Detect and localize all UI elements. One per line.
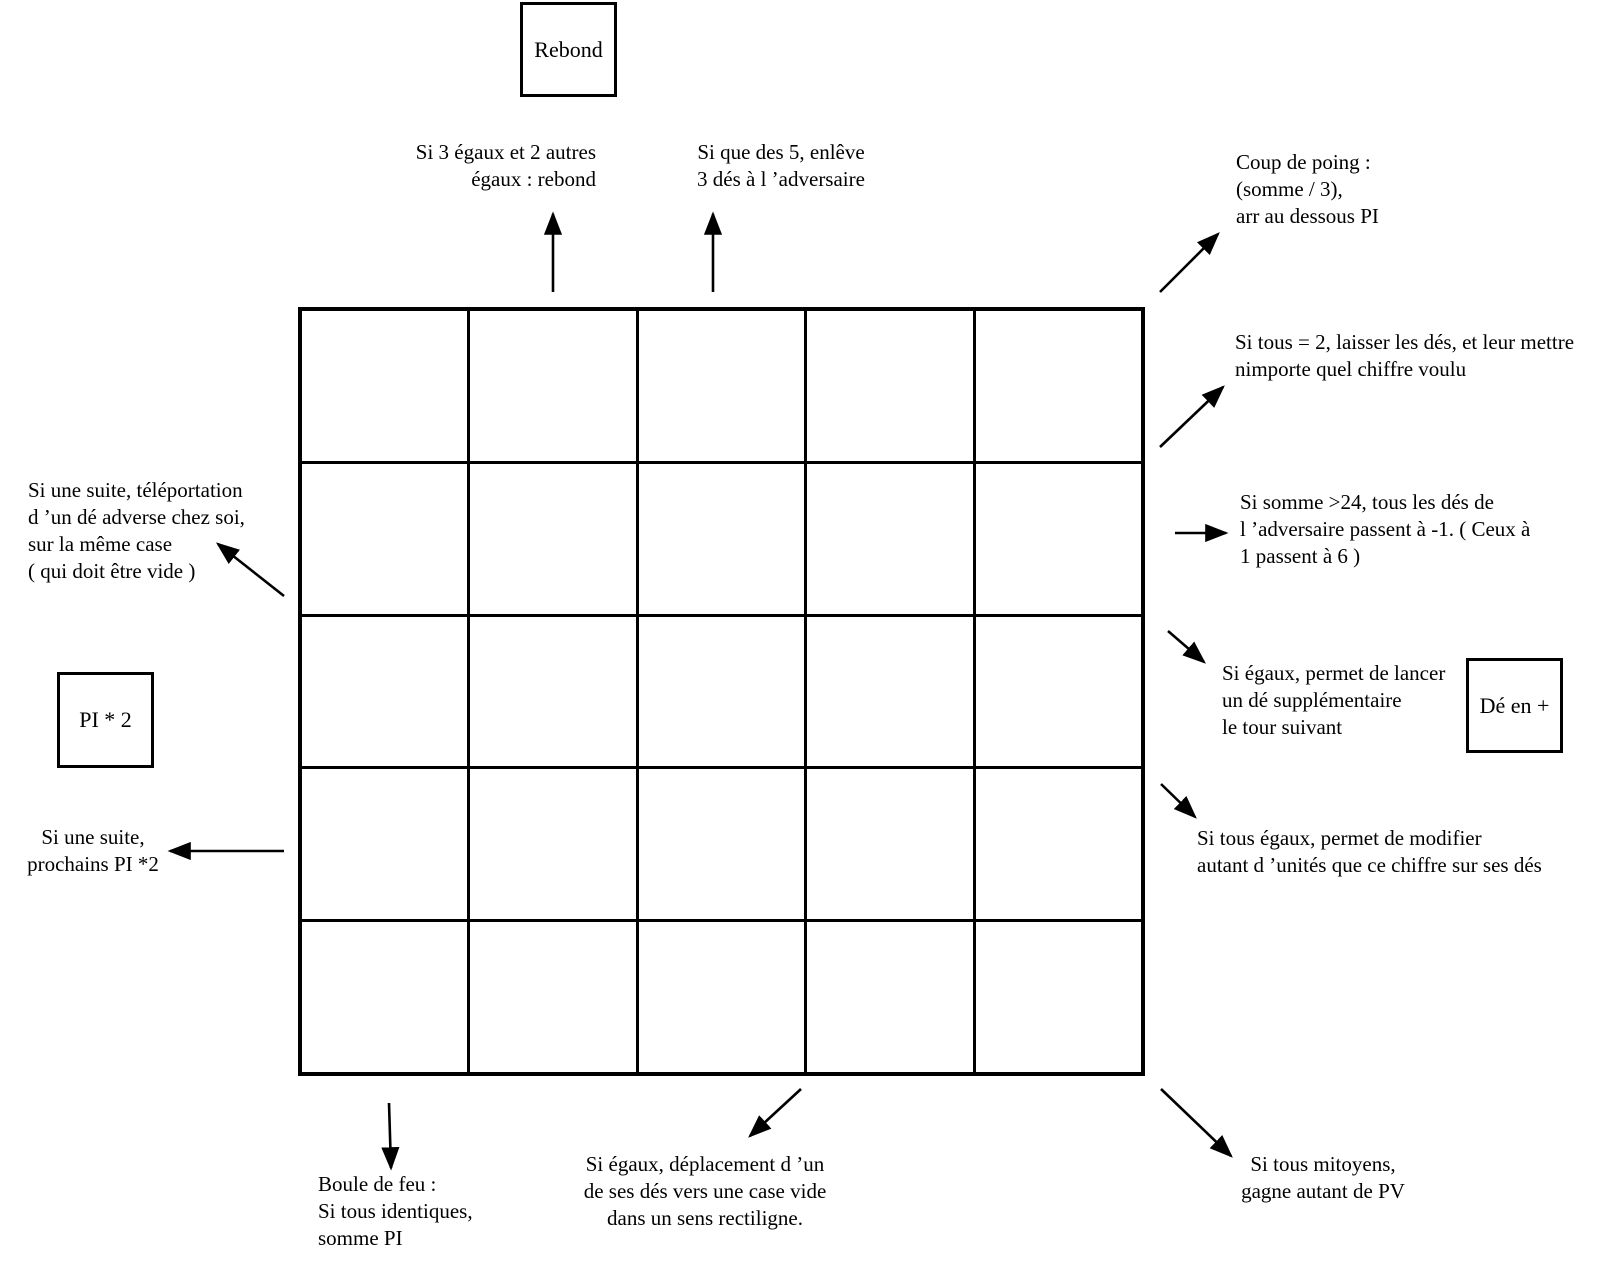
note-line: autant d ’unités que ce chiffre sur ses …: [1197, 853, 1542, 877]
game-board-grid: [298, 307, 1145, 1076]
note-line: (somme / 3),: [1236, 177, 1343, 201]
grid-cell: [807, 769, 973, 920]
grid-cell: [975, 922, 1141, 1072]
note-line: Si 3 égaux et 2 autres: [415, 140, 596, 164]
note-rebond-condition: Si 3 égaux et 2 autres égaux : rebond: [395, 139, 596, 193]
arrow-modify-units-icon: [1160, 783, 1197, 819]
arrow-extra-die-icon: [1167, 630, 1206, 664]
note-extra-die: Si égaux, permet de lancer un dé supplém…: [1222, 660, 1445, 741]
arrow-adjacent-icon: [1160, 1088, 1233, 1158]
note-line: sur la même case: [28, 532, 173, 556]
note-remove-dice: Si que des 5, enlêve 3 dés à l ’adversai…: [683, 139, 879, 193]
grid-cell: [807, 311, 973, 461]
arrow-all-twos-icon: [1159, 385, 1225, 448]
rebond-box-label: Rebond: [534, 36, 603, 62]
note-punch: Coup de poing : (somme / 3), arr au dess…: [1236, 149, 1379, 230]
note-line: Si une suite,: [41, 825, 145, 849]
note-all-twos: Si tous = 2, laisser les dés, et leur me…: [1235, 329, 1574, 383]
note-modify-units: Si tous égaux, permet de modifier autant…: [1197, 825, 1542, 879]
grid-cell: [302, 311, 468, 461]
grid-cell: [470, 616, 636, 767]
grid-cell: [470, 922, 636, 1072]
note-line: Si somme >24, tous les dés de: [1240, 490, 1494, 514]
note-fireball: Boule de feu : Si tous identiques, somme…: [318, 1171, 473, 1252]
note-line: nimporte quel chiffre voulu: [1235, 357, 1467, 381]
note-sum-over-24: Si somme >24, tous les dés de l ’adversa…: [1240, 489, 1530, 570]
grid-cell: [302, 463, 468, 614]
grid-cell: [470, 769, 636, 920]
grid-cell: [302, 616, 468, 767]
rebond-box: Rebond: [520, 2, 617, 97]
note-line: Si une suite, téléportation: [28, 478, 243, 502]
note-line: d ’un dé adverse chez soi,: [28, 505, 245, 529]
note-line: de ses dés vers une case vide: [583, 1179, 827, 1203]
grid-cell: [975, 616, 1141, 767]
grid-cell: [638, 616, 805, 767]
note-line: Si tous = 2, laisser les dés, et leur me…: [1235, 330, 1575, 354]
note-line: 1 passent à 6 ): [1240, 544, 1361, 568]
note-line: ( qui doit être vide ): [28, 559, 196, 583]
grid-cell: [470, 311, 636, 461]
grid-cell: [975, 463, 1141, 614]
note-line: Boule de feu :: [318, 1172, 437, 1196]
grid-cell: [975, 769, 1141, 920]
note-line: somme PI: [318, 1226, 403, 1250]
note-line: gagne autant de PV: [1241, 1179, 1405, 1203]
note-line: arr au dessous PI: [1236, 204, 1379, 228]
grid-cell: [638, 769, 805, 920]
grid-cell: [807, 463, 973, 614]
pi2-box: PI * 2: [57, 672, 154, 768]
note-suite-pi2: Si une suite, prochains PI *2: [18, 824, 168, 878]
note-line: Si que des 5, enlêve: [697, 140, 865, 164]
note-line: prochains PI *2: [27, 852, 159, 876]
grid-cell: [302, 769, 468, 920]
note-line: le tour suivant: [1222, 715, 1343, 739]
grid-cell: [807, 922, 973, 1072]
grid-cell: [638, 463, 805, 614]
note-line: un dé supplémentaire: [1222, 688, 1402, 712]
note-line: Coup de poing :: [1236, 150, 1371, 174]
note-line: Si tous identiques,: [318, 1199, 473, 1223]
note-line: dans un sens rectiligne.: [607, 1206, 803, 1230]
extra-die-box: Dé en +: [1466, 658, 1563, 753]
grid-cell: [638, 311, 805, 461]
arrow-move-die-icon: [748, 1088, 802, 1138]
note-line: Si égaux, déplacement d ’un: [585, 1152, 825, 1176]
note-line: Si tous égaux, permet de modifier: [1197, 826, 1482, 850]
pi2-box-label: PI * 2: [79, 707, 132, 732]
extra-die-box-label: Dé en +: [1479, 692, 1550, 718]
note-move-die: Si égaux, déplacement d ’un de ses dés v…: [540, 1151, 870, 1232]
grid-cell: [975, 311, 1141, 461]
grid-cell: [638, 922, 805, 1072]
note-teleport: Si une suite, téléportation d ’un dé adv…: [28, 477, 245, 585]
note-line: Si égaux, permet de lancer: [1222, 661, 1446, 685]
arrow-fireball-icon: [381, 1102, 400, 1171]
grid-cell: [807, 616, 973, 767]
note-line: Si tous mitoyens,: [1250, 1152, 1396, 1176]
note-line: l ’adversaire passent à -1. ( Ceux à: [1240, 517, 1531, 541]
note-adjacent: Si tous mitoyens, gagne autant de PV: [1213, 1151, 1433, 1205]
note-line: 3 dés à l ’adversaire: [697, 167, 865, 191]
note-line: égaux : rebond: [471, 167, 596, 191]
arrow-punch-icon: [1159, 232, 1220, 293]
grid-cell: [302, 922, 468, 1072]
grid-cell: [470, 463, 636, 614]
